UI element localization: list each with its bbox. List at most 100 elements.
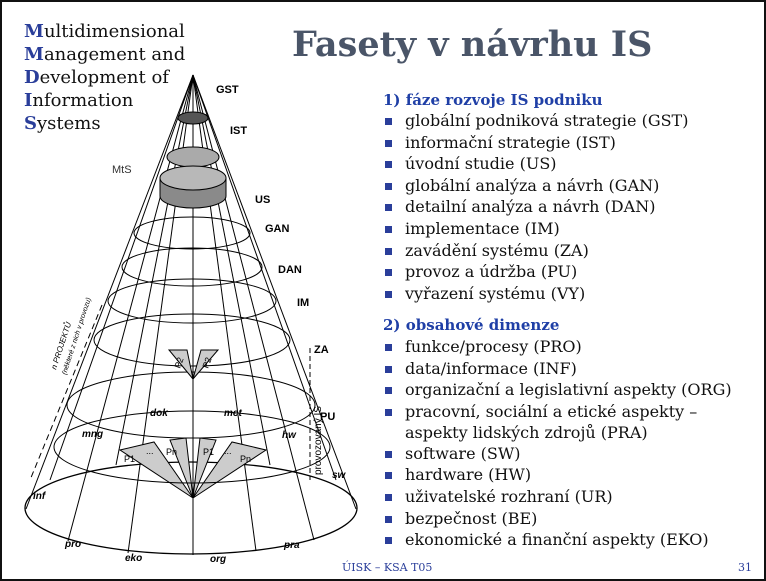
list-item: data/informace (INF) bbox=[385, 358, 745, 380]
label-pn-right: Pn bbox=[240, 454, 251, 464]
bullet-square-icon bbox=[385, 387, 392, 395]
list-item-text: uživatelské rozhraní (UR) bbox=[405, 486, 613, 506]
slide-title: Fasety v návrhu IS bbox=[292, 24, 653, 65]
label-hw: hw bbox=[282, 430, 297, 441]
list-item-text: vyřazení systému (VY) bbox=[405, 283, 586, 303]
ellipsis-left: ... bbox=[146, 446, 154, 456]
brand-initial: S bbox=[24, 113, 37, 134]
list-item-text: implementace (IM) bbox=[405, 218, 560, 238]
list-item-text: úvodní studie (US) bbox=[405, 154, 557, 174]
cone-base-ellipse bbox=[24, 461, 358, 555]
bullet-square-icon bbox=[385, 408, 392, 416]
brand-initial: D bbox=[24, 67, 40, 88]
label-mts: MtS bbox=[112, 164, 132, 176]
label-gst: GST bbox=[216, 84, 239, 96]
list-item: vyřazení systému (VY) bbox=[385, 283, 688, 305]
us-level-top bbox=[159, 165, 227, 191]
label-im: IM bbox=[297, 297, 309, 309]
label-pro: pro bbox=[64, 539, 81, 550]
list-item-text: organizační a legislativní aspekty (ORG) bbox=[405, 380, 732, 400]
brand-text: anagement and bbox=[43, 44, 186, 65]
list-item-text: ekonomické a finanční aspekty (EKO) bbox=[405, 530, 709, 550]
label-met: met bbox=[224, 408, 242, 419]
bullet-square-icon bbox=[385, 269, 392, 277]
label-mng: mng bbox=[82, 429, 103, 440]
list-item: globální analýza a návrh (GAN) bbox=[385, 175, 688, 197]
list-item: detailní analýza a návrh (DAN) bbox=[385, 196, 688, 218]
ist-level bbox=[166, 146, 220, 168]
list-item: uživatelské rozhraní (UR) bbox=[385, 486, 745, 508]
brand-text: ystems bbox=[37, 113, 101, 134]
label-za: ZA bbox=[314, 344, 329, 356]
list-item-text: software (SW) bbox=[405, 443, 521, 463]
list-item: úvodní studie (US) bbox=[385, 153, 688, 175]
project-wedge bbox=[118, 441, 194, 499]
section1-heading: 1) fáze rozvoje IS podniku bbox=[383, 91, 603, 109]
label-dan: DAN bbox=[278, 264, 302, 276]
label-ist: IST bbox=[230, 125, 247, 137]
brand-text: ultidimensional bbox=[43, 21, 185, 42]
list-item-text: globální podniková strategie (GST) bbox=[405, 111, 689, 130]
section1-list: globální podniková strategie (GST) infor… bbox=[385, 110, 688, 304]
list-item: globální podniková strategie (GST) bbox=[385, 110, 688, 132]
label-pra: pra bbox=[283, 540, 300, 551]
dimension-ring bbox=[53, 410, 331, 484]
label-dok: dok bbox=[150, 408, 168, 419]
bullet-square-icon bbox=[385, 344, 392, 351]
label-p1-left: P1 bbox=[124, 454, 135, 464]
label-inf: inf bbox=[33, 491, 47, 502]
bullet-square-icon bbox=[385, 515, 392, 523]
project-wedge bbox=[167, 349, 194, 380]
list-item: bezpečnost (BE) bbox=[385, 508, 745, 530]
brand-line: Management and bbox=[24, 43, 185, 66]
list-item: ekonomické a finanční aspekty (EKO) bbox=[385, 529, 745, 551]
list-item-text: provoz a údržba (PU) bbox=[405, 262, 578, 282]
label-org: org bbox=[210, 554, 226, 565]
list-item-text: globální analýza a návrh (GAN) bbox=[405, 175, 660, 195]
brand-text: nformation bbox=[32, 90, 134, 111]
label-p2-left: P2 bbox=[172, 356, 185, 370]
label-us: US bbox=[255, 194, 270, 206]
label-p2-right: P2 bbox=[200, 356, 213, 370]
gst-level bbox=[177, 111, 209, 125]
brand-text: evelopment of bbox=[39, 67, 169, 88]
label-pn-left: Pn bbox=[166, 447, 177, 457]
list-item: zavádění systému (ZA) bbox=[385, 240, 688, 262]
list-item: pracovní, sociální a etické aspekty – as… bbox=[385, 401, 745, 443]
brand-initial: M bbox=[24, 44, 44, 65]
list-item-text: informační strategie (IST) bbox=[405, 132, 616, 152]
label-eko: eko bbox=[125, 553, 142, 564]
facet-cone-diagram: GST IST MtS US GAN DAN IM ZA PU mng dok … bbox=[24, 74, 358, 565]
list-item: informační strategie (IST) bbox=[385, 132, 688, 154]
list-item-text: data/informace (INF) bbox=[405, 358, 577, 378]
bullet-square-icon bbox=[385, 290, 392, 298]
project-wedge bbox=[192, 349, 220, 380]
brand-initial: M bbox=[24, 21, 44, 42]
brand-line: Multidimensional bbox=[24, 20, 185, 43]
label-p1-right: P1 bbox=[203, 447, 214, 457]
phase-rings bbox=[66, 216, 316, 439]
footer-label: ÚISK – KSA T05 bbox=[342, 561, 433, 574]
bullet-square-icon bbox=[385, 450, 392, 458]
bullet-square-icon bbox=[385, 118, 392, 125]
brand-line: Systems bbox=[24, 112, 185, 135]
bullet-square-icon bbox=[385, 472, 392, 480]
bullet-square-icon bbox=[385, 182, 392, 190]
page-number: 31 bbox=[738, 561, 752, 574]
section2-heading: 2) obsahové dimenze bbox=[383, 316, 560, 334]
list-item-text: hardware (HW) bbox=[405, 465, 532, 485]
bullet-square-icon bbox=[385, 204, 392, 212]
label-sw: sw bbox=[332, 470, 347, 481]
list-item: provoz a údržba (PU) bbox=[385, 261, 688, 283]
brand-line: Development of bbox=[24, 66, 185, 89]
bullet-square-icon bbox=[385, 161, 392, 169]
bullet-square-icon bbox=[385, 537, 392, 545]
operated-is-label: provozovaný IS bbox=[313, 406, 324, 475]
bullet-square-icon bbox=[385, 247, 392, 255]
brand-initial: I bbox=[24, 90, 33, 111]
brand-block: Multidimensional Management and Developm… bbox=[24, 20, 185, 135]
list-item-text: detailní analýza a návrh (DAN) bbox=[405, 197, 656, 217]
list-item: hardware (HW) bbox=[385, 464, 745, 486]
list-item-text: pracovní, sociální a etické aspekty – as… bbox=[405, 401, 698, 442]
